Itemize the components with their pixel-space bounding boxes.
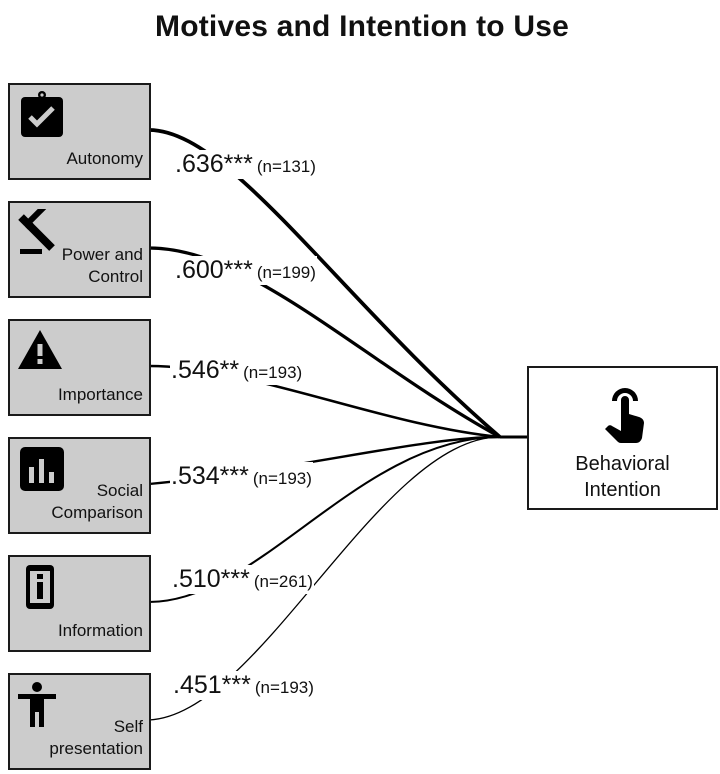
motive-label-line: Self [113, 717, 143, 736]
coefficient-value: .534 [171, 462, 220, 490]
outcome-label-line-2: Intention [584, 479, 661, 501]
sample-size: (n=193) [252, 469, 312, 488]
bar-chart-icon [20, 447, 64, 491]
motive-label-line: presentation [49, 739, 143, 758]
coefficient-value: .636 [175, 150, 224, 178]
motive-label: Importance [58, 384, 143, 406]
motive-label: Self presentation [49, 716, 143, 760]
path-coefficient-label-autonomy: .636***(n=131) [174, 150, 317, 179]
path-coefficient-label-social-comparison: .534***(n=193) [170, 462, 313, 491]
gavel-icon [18, 209, 55, 254]
path-coefficient-label-self-presentation: .451***(n=193) [172, 671, 315, 700]
significance-stars: *** [223, 150, 253, 178]
coefficient-value: .546 [171, 356, 220, 384]
clipboard-check-icon [21, 91, 63, 137]
motive-label: Autonomy [66, 148, 143, 170]
motive-box-self-presentation: Self presentation [8, 673, 151, 770]
tap-hand-icon [605, 388, 644, 443]
motive-label-line: Comparison [51, 503, 143, 522]
motive-box-information: Information [8, 555, 151, 652]
path-line-autonomy [148, 128, 502, 439]
diagram-title: Motives and Intention to Use [155, 10, 569, 43]
path-coefficient-label-information: .510***(n=261) [171, 565, 314, 594]
coefficient-value: .600 [175, 256, 224, 284]
path-coefficient-label-power-and-control: .600***(n=199) [174, 256, 317, 285]
coefficient-value: .451 [173, 671, 222, 699]
motive-label-line: Importance [57, 385, 143, 404]
significance-stars: *** [221, 671, 251, 699]
outcome-label-line-1: Behavioral [575, 453, 670, 475]
sample-size: (n=131) [256, 157, 316, 176]
sample-size: (n=199) [256, 263, 316, 282]
path-coefficient-label-importance: .546**(n=193) [170, 356, 304, 385]
significance-stars: *** [219, 462, 249, 490]
motive-label: Information [58, 620, 143, 642]
phone-info-icon [26, 565, 54, 609]
sample-size: (n=261) [253, 572, 313, 591]
path-line-power-and-control [148, 246, 501, 439]
warning-triangle-icon [18, 330, 62, 369]
motive-label-line: Autonomy [66, 149, 143, 168]
motive-label-line: Information [57, 621, 143, 640]
significance-stars: *** [220, 565, 250, 593]
motive-label-line: Power and [61, 245, 143, 264]
outcome-box-behavioral-intention: Behavioral Intention [527, 366, 718, 510]
sample-size: (n=193) [243, 363, 303, 382]
path-line-self-presentation [148, 436, 501, 721]
person-arms-out-icon [18, 682, 56, 727]
sample-size: (n=193) [254, 678, 314, 697]
motive-box-autonomy: Autonomy [8, 83, 151, 180]
motive-label-line: Social [96, 481, 143, 500]
motive-box-importance: Importance [8, 319, 151, 416]
motive-label-line: Control [88, 267, 143, 286]
significance-stars: ** [219, 356, 240, 384]
coefficient-value: .510 [172, 565, 221, 593]
significance-stars: *** [223, 256, 253, 284]
